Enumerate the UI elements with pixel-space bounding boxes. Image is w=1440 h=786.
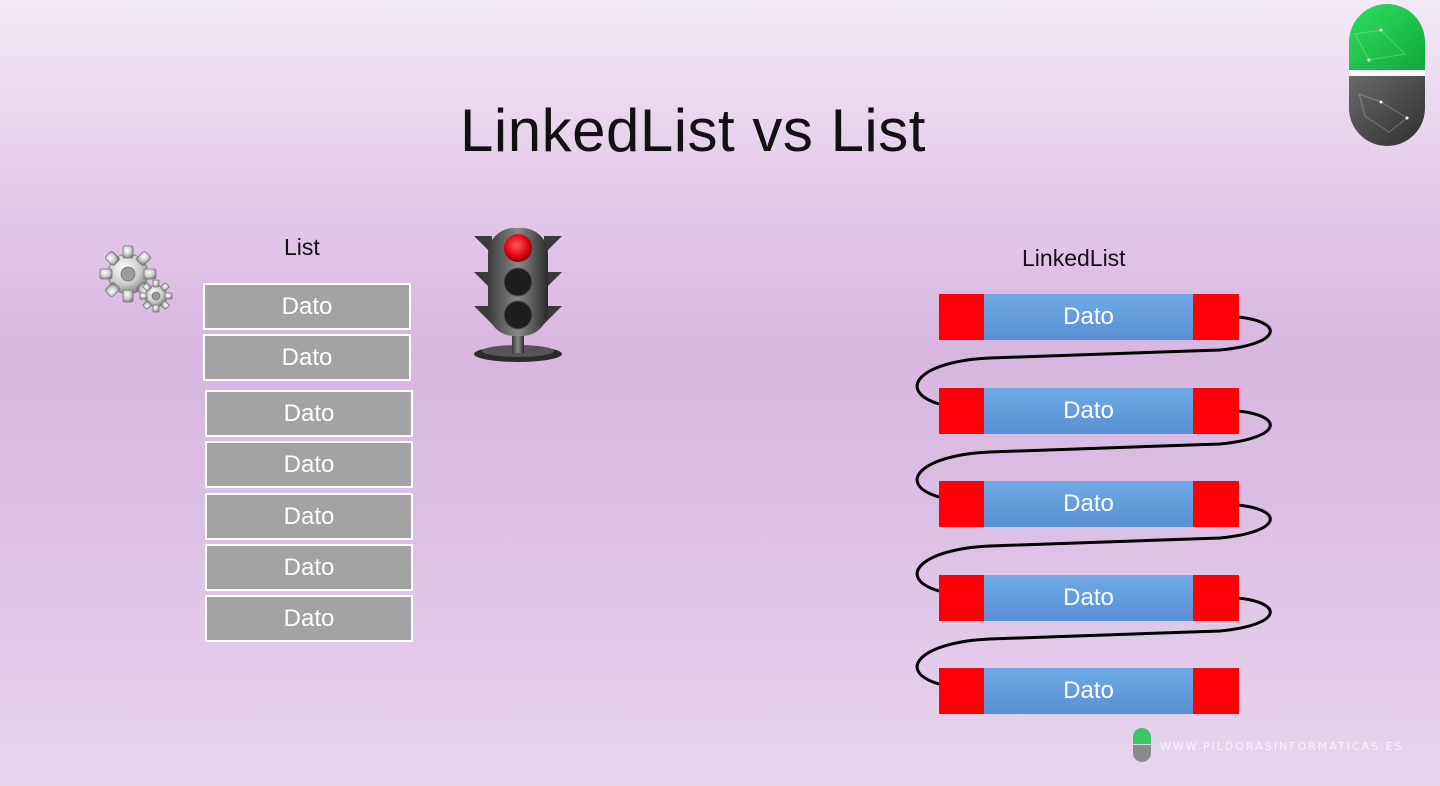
slide-title: LinkedList vs List (460, 97, 926, 164)
node-link (915, 409, 1272, 499)
node-data: Dato (984, 481, 1193, 527)
list-cell: Dato (203, 334, 411, 381)
pildoras-logo (1349, 4, 1425, 146)
node-data: Dato (984, 294, 1193, 340)
list-cell: Dato (205, 441, 413, 488)
node-link (915, 596, 1272, 686)
list-label: List (284, 234, 320, 260)
node-next-pointer (1193, 388, 1239, 434)
node-link (915, 503, 1272, 593)
node-prev-pointer (939, 575, 985, 621)
node-data: Dato (984, 388, 1193, 434)
node-next-pointer (1193, 668, 1239, 714)
gears-icon (99, 245, 173, 313)
node-prev-pointer (939, 481, 985, 527)
linkedlist-label: LinkedList (1022, 245, 1126, 271)
node-next-pointer (1193, 575, 1239, 621)
list-cell: Dato (205, 493, 413, 540)
node-prev-pointer (939, 388, 985, 434)
node-data: Dato (984, 575, 1193, 621)
node-next-pointer (1193, 481, 1239, 527)
watermark-text: WWW.PILDORASINFORMATICAS.ES (1160, 740, 1404, 753)
node-next-pointer (1193, 294, 1239, 340)
node-data: Dato (984, 668, 1193, 714)
node-prev-pointer (939, 668, 985, 714)
node-link (915, 315, 1272, 406)
traffic-light-icon (474, 228, 562, 362)
list-cell: Dato (205, 544, 413, 591)
node-prev-pointer (939, 294, 985, 340)
list-cell: Dato (203, 283, 411, 330)
list-cell: Dato (205, 595, 413, 642)
pildoras-small-logo (1133, 728, 1151, 762)
list-cell: Dato (205, 390, 413, 437)
